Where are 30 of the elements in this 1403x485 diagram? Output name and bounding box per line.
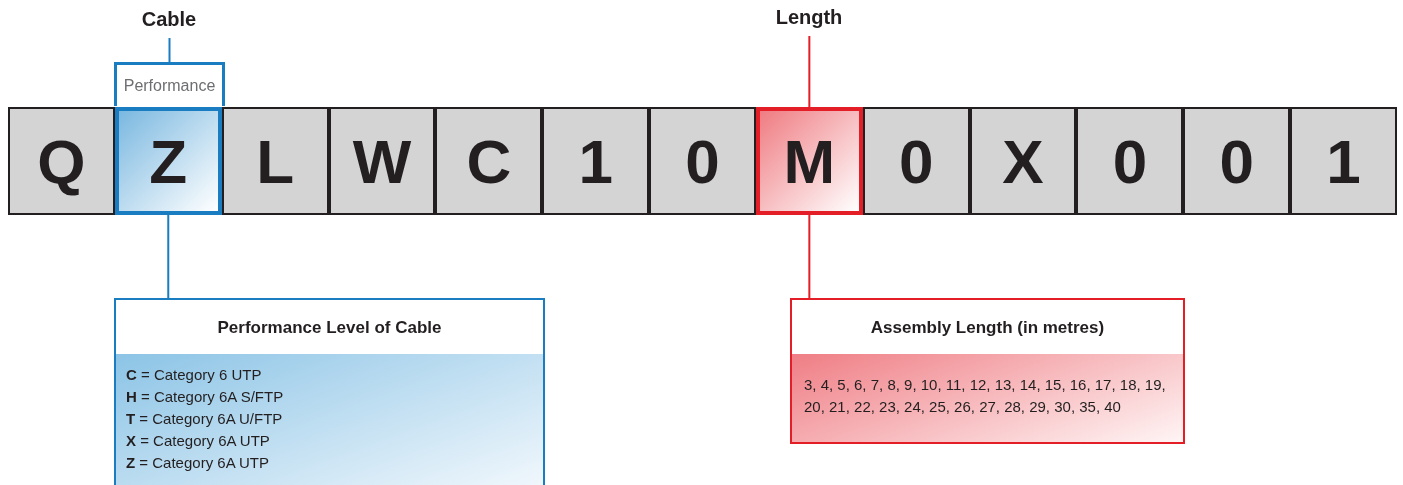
panel-heading: Assembly Length (in metres) — [869, 318, 1106, 338]
list-item: T = Category 6A U/FTP — [126, 409, 284, 429]
code-character: 0 — [862, 107, 970, 215]
callout-heading: Cable — [135, 8, 203, 36]
list-item: C = Category 6 UTP — [126, 365, 263, 385]
panel-heading: Performance Level of Cable — [216, 318, 443, 338]
code-character: Z — [114, 107, 222, 215]
callout-heading: Length — [770, 6, 848, 34]
code-character: W — [328, 107, 436, 215]
leader-line — [168, 37, 171, 63]
leader-line — [808, 214, 811, 299]
list-item: X = Category 6A UTP — [126, 431, 271, 451]
code-character: M — [755, 107, 863, 215]
code-character: C — [435, 107, 543, 215]
leader-line — [167, 214, 170, 299]
code-character: 0 — [1183, 107, 1291, 215]
info-panel — [790, 298, 1185, 444]
code-character: 0 — [1076, 107, 1184, 215]
field-tab: Performance — [114, 62, 225, 106]
info-panel — [114, 298, 545, 485]
list-item: H = Category 6A S/FTP — [126, 387, 285, 407]
leader-line — [808, 35, 811, 108]
code-character: 1 — [542, 107, 650, 215]
code-character: 0 — [649, 107, 756, 215]
code-character: 1 — [1290, 107, 1397, 215]
list-item: Z = Category 6A UTP — [126, 453, 270, 473]
code-character: X — [969, 107, 1077, 215]
value-list: 3, 4, 5, 6, 7, 8, 9, 10, 11, 12, 13, 14, 15, 16, 17, 18, 19, 20, 21, 22, 23, 24, 25, 26, 27, 28, 29, 30, 35, 40 — [804, 374, 1171, 418]
code-character: L — [221, 107, 329, 215]
code-character: Q — [8, 107, 115, 215]
